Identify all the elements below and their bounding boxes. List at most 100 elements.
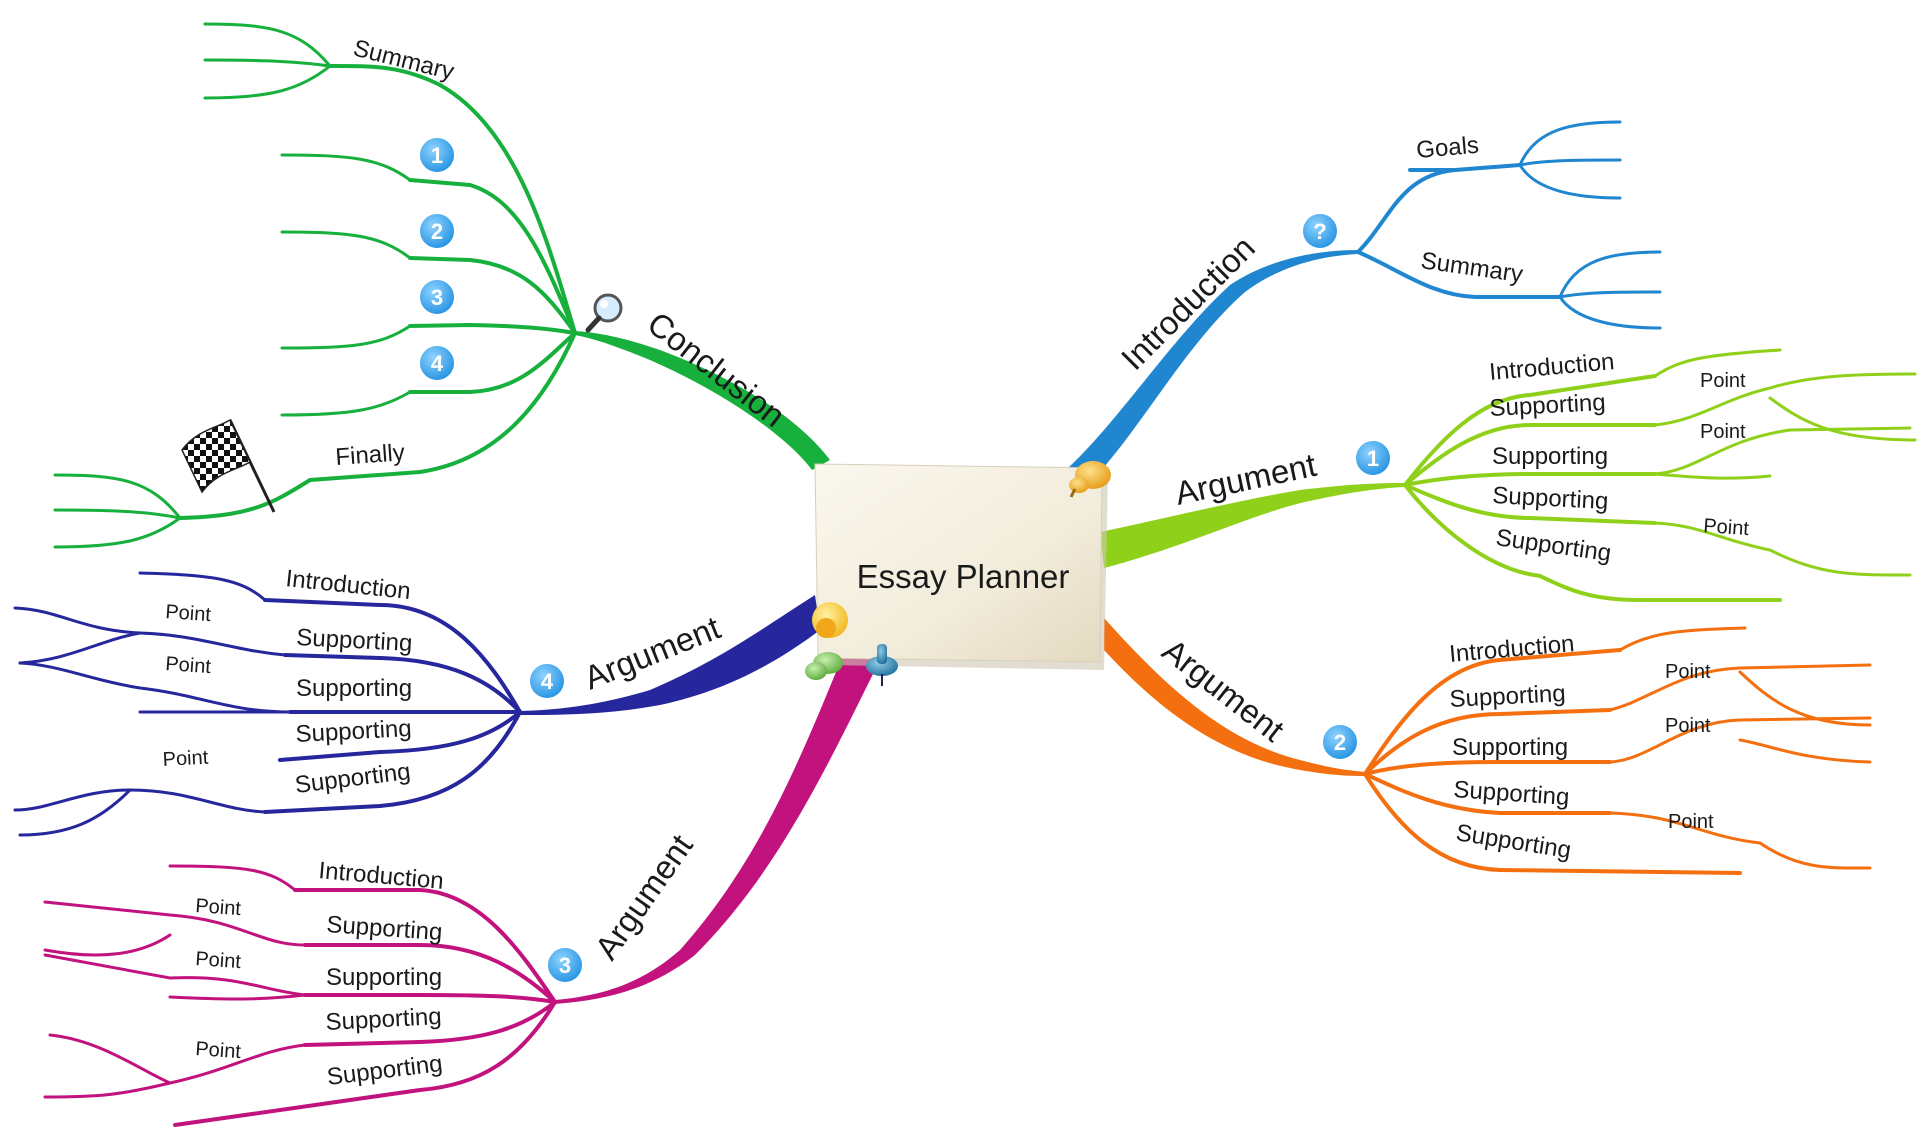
argument-3-supporting-1-label[interactable]: Supporting — [326, 911, 444, 946]
argument-4-point-1-label[interactable]: Point — [165, 601, 212, 626]
argument-1-supporting-1-label[interactable]: Supporting — [1489, 389, 1606, 422]
argument-2-line-supporting-1 — [1363, 708, 1612, 776]
introduction-trunk — [1066, 250, 1358, 478]
argument-4-point-3 — [13, 788, 267, 814]
argument-1-point-1-label[interactable]: Point — [1700, 370, 1746, 392]
badge-argument-2: 2 — [1321, 723, 1359, 761]
argument-2-supporting-1-label[interactable]: Supporting — [1449, 680, 1566, 713]
argument-3-point-1-tail — [43, 933, 172, 957]
conclusion-label[interactable]: Conclusion — [641, 304, 792, 434]
goals-leaf-3 — [1518, 163, 1622, 200]
summary-leaf-c — [203, 64, 332, 100]
argument-2-point-2 — [1608, 716, 1872, 764]
introduction-summary-label[interactable]: Summary — [1419, 247, 1524, 288]
finally-leaf-c — [53, 516, 182, 549]
argument-4-point-1 — [13, 606, 287, 657]
argument-1-line-intro — [1403, 374, 1657, 487]
conclusion-line-4 — [408, 331, 577, 394]
push-pin-yellow-icon — [812, 602, 848, 638]
argument-1-point-2-tail — [1653, 472, 1772, 480]
argument-1-trunk — [1100, 483, 1405, 568]
argument-1-point-1-tail — [1768, 396, 1917, 442]
center-note[interactable]: Essay Planner — [814, 463, 1108, 670]
badge-conclusion-3: 3 — [418, 278, 456, 316]
argument-3-point-3-tail — [48, 1033, 172, 1085]
argument-4-supporting-3-label[interactable]: Supporting — [295, 715, 412, 748]
argument-1-supporting-3-label[interactable]: Supporting — [1492, 482, 1609, 515]
argument-1-point-2-label[interactable]: Point — [1700, 421, 1746, 443]
item-2-leaf — [280, 230, 412, 260]
introduction-goals-label[interactable]: Goals — [1415, 132, 1480, 164]
branch-argument-3 — [43, 650, 880, 1127]
argument-4-introduction-label[interactable]: Introduction — [284, 565, 412, 605]
argument-3-label[interactable]: Argument — [587, 828, 699, 966]
finally-leaf-b — [53, 508, 182, 520]
argument-2-intro-leaf — [1618, 626, 1747, 652]
center-title: Essay Planner — [857, 558, 1070, 595]
argument-3-supporting-4-label[interactable]: Supporting — [325, 1050, 444, 1091]
argument-1-introduction-label[interactable]: Introduction — [1488, 348, 1615, 386]
svg-text:1: 1 — [431, 143, 443, 168]
argument-3-point-2-label[interactable]: Point — [195, 948, 242, 973]
introduction-to-goals — [1356, 168, 1457, 254]
argument-2-point-1-label[interactable]: Point — [1665, 661, 1711, 683]
argument-2-supporting-3-label[interactable]: Supporting — [1453, 776, 1571, 811]
argument-1-line-supporting-2 — [1403, 472, 1657, 487]
argument-2-point-3-label[interactable]: Point — [1668, 811, 1714, 833]
branch-argument-4 — [13, 571, 820, 837]
item-4-leaf — [280, 390, 412, 417]
argument-2-line-intro — [1363, 648, 1622, 776]
argument-3-point-3-label[interactable]: Point — [195, 1038, 242, 1063]
conclusion-finally-label[interactable]: Finally — [335, 439, 406, 471]
push-pin-blue-icon — [866, 644, 898, 686]
conclusion-line-1 — [408, 178, 577, 335]
argument-3-trunk — [555, 650, 880, 1004]
argument-1-intro-leaf — [1653, 348, 1782, 378]
svg-text:3: 3 — [431, 285, 443, 310]
argument-1-supporting-2-label[interactable]: Supporting — [1492, 443, 1608, 470]
magnifier-icon — [585, 293, 623, 333]
push-pin-green-icon — [805, 652, 843, 680]
argument-4-line-supporting-4 — [263, 710, 522, 814]
argument-4-point-3-tail — [18, 788, 132, 837]
introduction-to-summary — [1356, 250, 1532, 299]
branch-conclusion — [53, 22, 830, 549]
argument-2-point-2-label[interactable]: Point — [1665, 715, 1711, 737]
svg-text:2: 2 — [431, 219, 443, 244]
argument-1-point-3-label[interactable]: Point — [1703, 515, 1750, 540]
argument-4-supporting-2-label[interactable]: Supporting — [296, 675, 412, 702]
argument-2-line-supporting-4 — [1363, 772, 1742, 875]
conclusion-line-summary — [328, 63, 577, 335]
summary-leaf-3 — [1558, 295, 1662, 330]
summary-leaf-1 — [1558, 250, 1662, 299]
argument-2-point-1 — [1608, 663, 1872, 712]
badge-question: ? — [1301, 212, 1339, 250]
svg-text:4: 4 — [541, 669, 554, 694]
goals-stem — [1453, 163, 1522, 172]
branch-introduction — [1066, 120, 1662, 478]
branch-argument-1 — [1100, 348, 1917, 602]
argument-4-supporting-1-label[interactable]: Supporting — [296, 624, 413, 657]
argument-3-supporting-2-label[interactable]: Supporting — [326, 964, 442, 991]
conclusion-summary-label[interactable]: Summary — [351, 35, 457, 86]
argument-2-supporting-2-label[interactable]: Supporting — [1452, 734, 1568, 761]
argument-1-supporting-4-label[interactable]: Supporting — [1494, 524, 1613, 567]
badge-conclusion-2: 2 — [418, 212, 456, 250]
conclusion-trunk — [575, 331, 830, 470]
argument-2-supporting-4-label[interactable]: Supporting — [1454, 819, 1573, 864]
argument-2-introduction-label[interactable]: Introduction — [1448, 630, 1575, 668]
argument-1-point-3 — [1653, 521, 1912, 577]
argument-3-point-2-tail — [168, 993, 307, 1001]
argument-3-supporting-3-label[interactable]: Supporting — [325, 1003, 442, 1036]
svg-text:2: 2 — [1334, 730, 1346, 755]
argument-4-point-3-label[interactable]: Point — [162, 747, 209, 771]
argument-3-point-1-label[interactable]: Point — [195, 895, 242, 920]
argument-3-intro-leaf — [168, 864, 297, 892]
argument-4-point-2-label[interactable]: Point — [165, 653, 212, 678]
summary-leaf-a — [203, 22, 332, 68]
argument-2-line-supporting-3 — [1363, 772, 1612, 815]
argument-3-line-supporting-4 — [173, 1000, 557, 1127]
argument-4-supporting-4-label[interactable]: Supporting — [293, 758, 412, 799]
